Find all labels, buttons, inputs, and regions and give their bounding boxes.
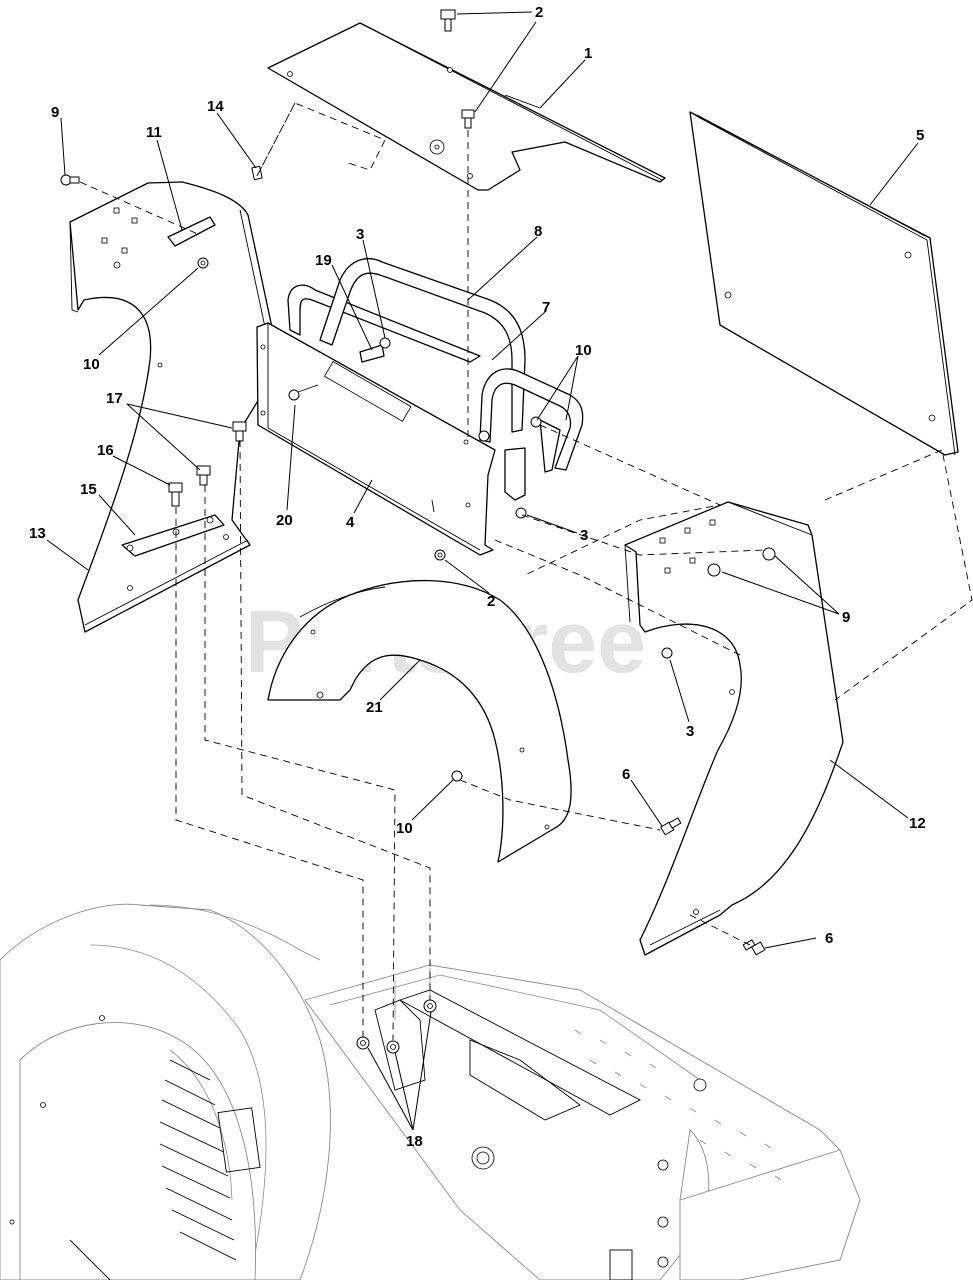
nut-10-left — [197, 257, 209, 269]
part-21-shroud — [267, 579, 572, 863]
callout-9-right: 9 — [842, 609, 850, 626]
callout-17: 17 — [106, 390, 123, 407]
part-19-clip-bracket — [359, 344, 385, 363]
bolt-2-center — [461, 109, 475, 129]
callout-3-right: 3 — [686, 723, 694, 740]
callout-21: 21 — [366, 699, 383, 716]
rivet-9-right-b — [707, 563, 721, 577]
nut-10-shroud — [451, 770, 463, 782]
assembly-dashed-lines — [79, 102, 973, 1041]
callout-5: 5 — [916, 127, 924, 144]
callout-4: 4 — [346, 514, 355, 531]
callout-8: 8 — [534, 223, 542, 240]
nut-3-lower — [515, 507, 527, 519]
callout-9-left: 9 — [51, 104, 59, 121]
callout-19: 19 — [315, 252, 332, 269]
bolt-6-upper — [659, 817, 682, 836]
callout-11: 11 — [146, 124, 162, 141]
nut-18-a — [356, 1036, 370, 1050]
leader-lines — [46, 11, 919, 1131]
nut-2-lower — [434, 549, 446, 561]
callout-labels: 1 2 2 3 3 3 4 5 6 6 7 8 9 9 10 10 10 11 … — [29, 4, 926, 1150]
callout-12: 12 — [909, 815, 926, 832]
callout-18: 18 — [406, 1133, 423, 1150]
callout-6-lower: 6 — [825, 930, 833, 947]
callout-2-lower: 2 — [487, 593, 495, 610]
part-1-top-cover-plate — [267, 22, 666, 191]
nut-18-b — [386, 1040, 400, 1054]
callout-10-right: 10 — [575, 342, 592, 359]
bolt-2-top — [440, 9, 456, 32]
callout-20: 20 — [276, 512, 293, 529]
part-5-side-panel — [689, 111, 959, 456]
callout-10-left: 10 — [83, 356, 100, 373]
part-12-right-bracket — [624, 501, 844, 956]
part-4-mounting-bracket — [256, 322, 496, 556]
callout-3-top: 3 — [356, 226, 364, 243]
bolt-16 — [168, 482, 183, 507]
rivet-9-left — [60, 174, 80, 186]
part-13-left-bracket — [69, 181, 281, 633]
callout-3-middle: 3 — [580, 527, 588, 544]
callout-7: 7 — [542, 299, 550, 316]
callout-13: 13 — [29, 525, 46, 542]
callout-14: 14 — [207, 98, 224, 115]
deck-perforations — [574, 1029, 782, 1181]
nut-18-c — [423, 999, 437, 1013]
part-7-handle-front — [479, 368, 584, 501]
callout-6-upper: 6 — [622, 766, 630, 783]
nut-3-top — [379, 337, 391, 349]
bolt-17-a — [232, 421, 247, 442]
callout-1: 1 — [584, 45, 592, 62]
blower-housing — [0, 903, 331, 1280]
callout-10-lower: 10 — [396, 820, 413, 837]
part-20-pin — [288, 384, 319, 401]
callout-16: 16 — [97, 442, 114, 459]
nut-3-right — [661, 647, 673, 659]
bolt-17-b — [196, 465, 211, 486]
part-8-handle-rear — [287, 258, 526, 433]
housing-vent-slots — [159, 1059, 237, 1261]
callout-2-top: 2 — [535, 4, 543, 21]
rivet-9-right-a — [762, 547, 776, 561]
callout-15: 15 — [80, 481, 97, 498]
blower-frame-deck — [304, 964, 861, 1280]
nut-10-right-a — [530, 416, 542, 428]
bolt-6-lower — [742, 939, 766, 956]
nut-10-right-b — [478, 430, 490, 442]
